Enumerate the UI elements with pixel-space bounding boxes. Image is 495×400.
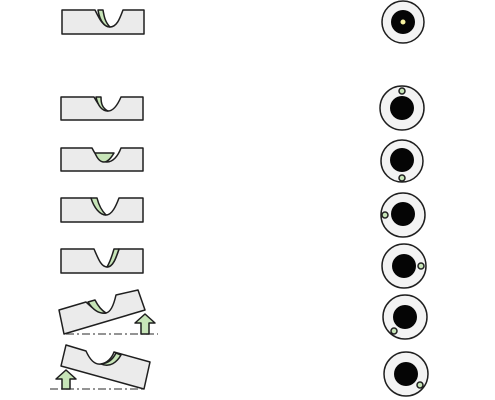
dial-disc [392, 254, 416, 278]
dial-center-dot [400, 19, 406, 25]
dial-disc [393, 305, 417, 329]
dial-disc [394, 362, 418, 386]
dial-position-dot [416, 381, 424, 389]
dial-row-1 [381, 0, 425, 44]
dial-disc [390, 96, 414, 120]
dial-row-7 [383, 351, 429, 397]
dial-row-5 [381, 243, 427, 289]
dial-row-2 [379, 85, 425, 131]
up-arrow-icon [55, 369, 77, 390]
dial-row-4 [380, 192, 426, 238]
dial-position-dot [398, 174, 406, 182]
up-arrow-icon [134, 313, 156, 335]
dial-position-dot [398, 87, 406, 95]
green-insert [106, 248, 120, 268]
block-body [61, 9, 145, 35]
green-insert [95, 96, 109, 112]
block-row-4 [60, 197, 144, 223]
dial-disc [390, 148, 414, 172]
block-row-3 [60, 147, 144, 172]
block-row-1 [61, 9, 145, 35]
green-insert [94, 152, 115, 163]
dial-disc [391, 202, 415, 226]
dials-column [379, 0, 429, 397]
dial-row-3 [380, 139, 424, 183]
dial-position-dot [390, 327, 398, 335]
dial-position-dot [417, 262, 425, 270]
block-row-7 [50, 344, 151, 390]
block-row-6 [58, 289, 158, 335]
green-insert [87, 299, 107, 314]
green-insert [97, 9, 111, 28]
block-row-5 [60, 248, 144, 274]
green-insert [90, 197, 107, 216]
dial-position-dot [381, 211, 389, 219]
tilted-block-body [60, 344, 151, 390]
blocks-column [50, 9, 158, 390]
block-body [60, 248, 144, 274]
dial-row-6 [382, 294, 428, 340]
green-insert [100, 352, 122, 367]
block-row-2 [60, 96, 144, 121]
